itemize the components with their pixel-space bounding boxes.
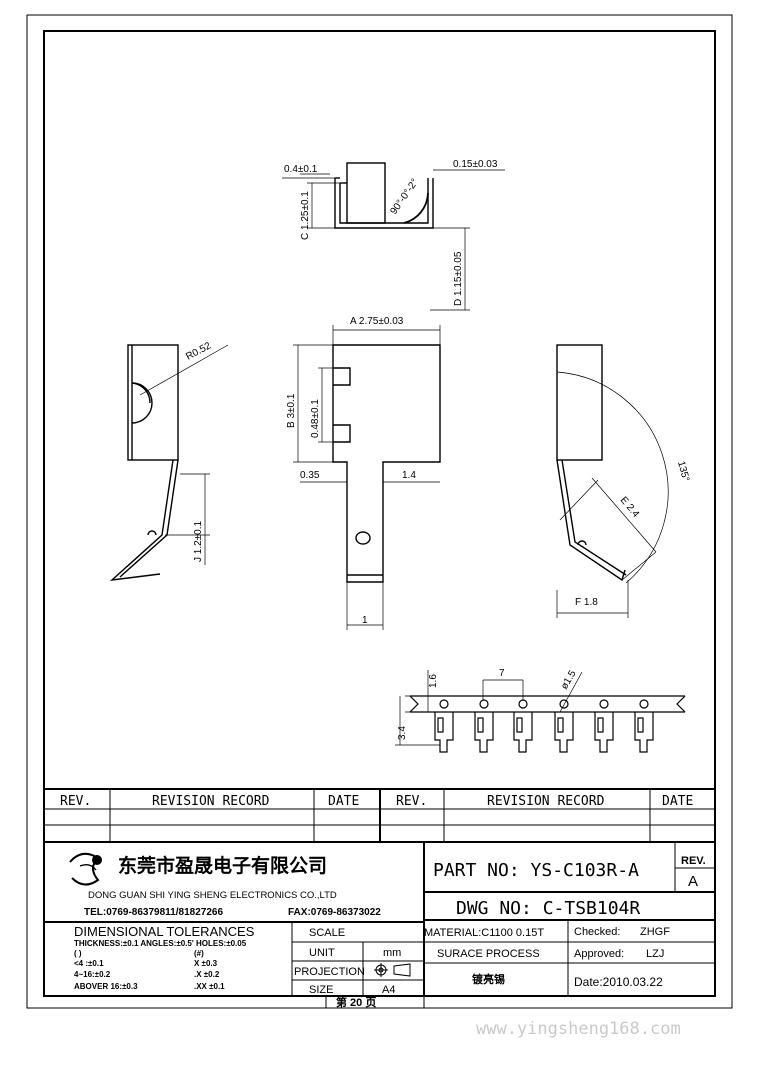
date-value: Date:2010.03.22 — [574, 975, 663, 989]
dwg-no: DWG NO: C-TSB104R — [456, 898, 640, 919]
dim-front-14: 1.4 — [402, 470, 416, 481]
strip-part-tab — [557, 717, 564, 733]
strip-part — [554, 712, 574, 753]
projection-label: PROJECTION — [294, 966, 365, 978]
plating: 镀亮锡 — [472, 972, 505, 986]
strip-part — [634, 712, 654, 753]
size-value: A4 — [382, 984, 395, 996]
strip-part-tab — [597, 717, 604, 733]
rev-label: REV. — [681, 855, 706, 867]
tolerance-title: DIMENSIONAL TOLERANCES — [74, 924, 255, 939]
company-tel: TEL:0769-86379811/81827266 — [84, 907, 223, 918]
company-name-en: DONG GUAN SHI YING SHENG ELECTRONICS CO.… — [88, 890, 337, 901]
rev-header-left: REV. — [60, 794, 91, 809]
dim-right-e: E 2.4 — [618, 495, 642, 520]
tolerance-r3a: 4~16:±0.2 — [74, 970, 111, 979]
strip-view — [395, 670, 686, 753]
part-no: PART NO: YS-C103R-A — [433, 860, 639, 881]
record-header-right: REVISION RECORD — [487, 794, 605, 809]
tolerance-r1b: (#) — [194, 949, 204, 958]
inner-frame — [43, 30, 716, 997]
company-name-cn: 东莞市盈晟电子有限公司 — [118, 854, 327, 877]
strip-part — [513, 712, 533, 753]
approved-value: LZJ — [646, 948, 664, 960]
strip-hole — [599, 699, 609, 709]
tolerance-r4a: ABOVER 16:±0.3 — [74, 982, 138, 991]
dim-top-c: C 1.25±0.1 — [300, 191, 311, 240]
page-number: 第 20 页 — [336, 995, 376, 1009]
strip-hole — [518, 699, 528, 709]
dim-front-b: B 3±0.1 — [286, 393, 297, 428]
right-side-view — [556, 344, 669, 618]
title-block — [44, 842, 715, 1009]
rev-header-right: REV. — [396, 794, 427, 809]
scale-label: SCALE — [309, 927, 345, 939]
front-view — [293, 325, 441, 630]
strip-part — [594, 712, 614, 753]
unit-label: UNIT — [309, 947, 335, 959]
tolerance-r4b: .XX ±0.1 — [194, 982, 225, 991]
top-view — [282, 162, 505, 311]
tolerance-r1a: ( ) — [74, 949, 82, 958]
date-header-right: DATE — [662, 794, 693, 809]
dim-strip-7: 7 — [499, 668, 505, 679]
dim-left-j: J 1.2±0.1 — [193, 520, 204, 562]
tolerance-r2b: X ±0.3 — [194, 959, 218, 968]
strip-hole — [639, 699, 649, 709]
checked-label: Checked: — [574, 926, 620, 938]
strip-part-tab — [516, 717, 523, 733]
revision-table — [44, 788, 715, 843]
material: MATERIAL:C1100 0.15T — [424, 927, 544, 939]
dim-top-d: D 1.15±0.05 — [453, 251, 464, 306]
dim-front-035: 0.35 — [300, 470, 320, 481]
strip-hole — [559, 699, 569, 709]
strip-part — [434, 712, 454, 753]
size-label: SIZE — [309, 984, 333, 996]
surface-process: SURACE PROCESS — [437, 948, 540, 960]
dim-left-r: R0.52 — [184, 340, 213, 362]
dim-strip-phi: ø1.5 — [559, 668, 579, 691]
tolerance-r3b: .X ±0.2 — [194, 970, 220, 979]
record-header-left: REVISION RECORD — [152, 794, 270, 809]
dim-strip-16: 1.6 — [428, 674, 439, 688]
strip-part-tab — [477, 717, 484, 733]
strip-part — [474, 712, 494, 753]
dim-front-a: A 2.75±0.03 — [350, 316, 404, 327]
unit-value: mm — [383, 947, 401, 959]
strip-hole — [479, 699, 489, 709]
dim-right-135: 135° — [675, 460, 691, 483]
watermark: www.yingsheng168.com — [476, 1019, 681, 1039]
dim-top-right: 0.15±0.03 — [453, 159, 498, 170]
dim-front-048: 0.48±0.1 — [310, 399, 321, 438]
left-side-view — [109, 344, 229, 581]
strip-part-tab — [637, 717, 644, 733]
tolerance-r2a: <4 :±0.1 — [74, 959, 104, 968]
date-header-left: DATE — [328, 794, 359, 809]
company-fax: FAX:0769-86373022 — [288, 907, 381, 918]
checked-value: ZHGF — [640, 926, 670, 938]
dim-front-1: 1 — [362, 615, 368, 626]
dim-right-f: F 1.8 — [575, 597, 598, 608]
dim-strip-34: 3.4 — [397, 726, 408, 740]
strip-hole — [439, 699, 449, 709]
tolerance-line: THICKNESS:±0.1 ANGLES:±0.5' HOLES:±0.05 — [74, 939, 247, 948]
dim-top-left: 0.4±0.1 — [284, 164, 318, 175]
dim-top-angle: 90°-0°-2° — [388, 177, 420, 217]
company-logo — [69, 852, 102, 886]
rev-value: A — [688, 873, 698, 890]
projection-symbol-icon — [374, 963, 411, 977]
approved-label: Approved: — [574, 948, 624, 960]
strip-part-tab — [437, 717, 444, 733]
